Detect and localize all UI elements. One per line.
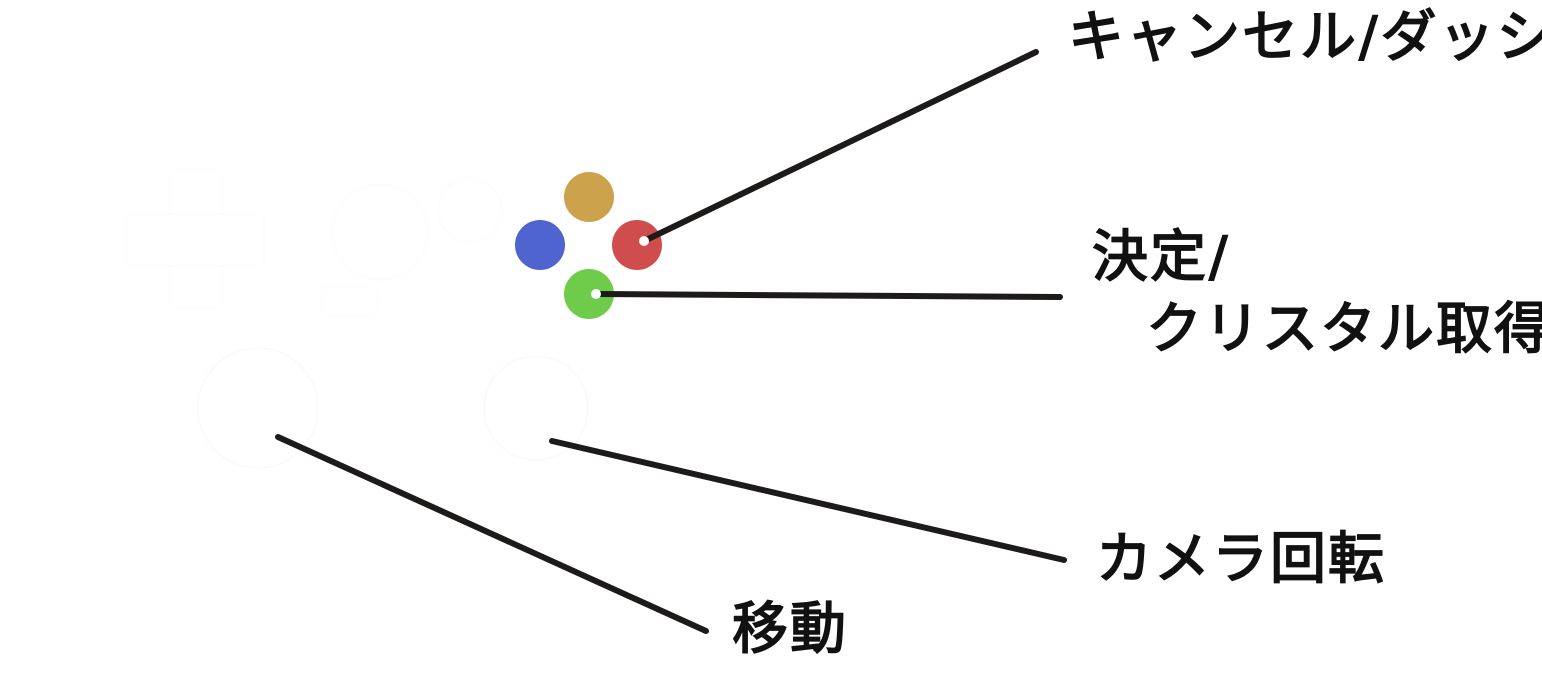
- label-confirm-line1: 決定/: [1092, 225, 1231, 290]
- leader-line-camera: [549, 438, 1067, 563]
- leader-line-confirm: [593, 291, 1063, 300]
- green-face-button-icon: [564, 269, 614, 319]
- red-face-button-icon: [612, 220, 662, 270]
- label-move: 移動: [732, 597, 848, 662]
- label-cancel-dash: キャンセル/ダッシュ: [1068, 5, 1542, 70]
- blue-face-button-icon: [515, 220, 565, 270]
- leader-line-move: [275, 434, 709, 634]
- leader-anchor-green: [591, 289, 601, 299]
- label-confirm: 決定/ クリスタル取得: [1092, 222, 1542, 366]
- leader-anchor-red: [639, 236, 649, 246]
- gold-face-button-icon: [564, 172, 614, 222]
- label-camera-rotate: カメラ回転: [1096, 527, 1386, 592]
- center-buttons-icon: [321, 177, 503, 317]
- label-confirm-line2: クリスタル取得: [1146, 297, 1542, 362]
- right-stick-icon: [483, 355, 589, 461]
- leader-line-cancel: [641, 49, 1039, 244]
- dpad-icon: [125, 169, 265, 309]
- left-stick-icon: [197, 347, 319, 469]
